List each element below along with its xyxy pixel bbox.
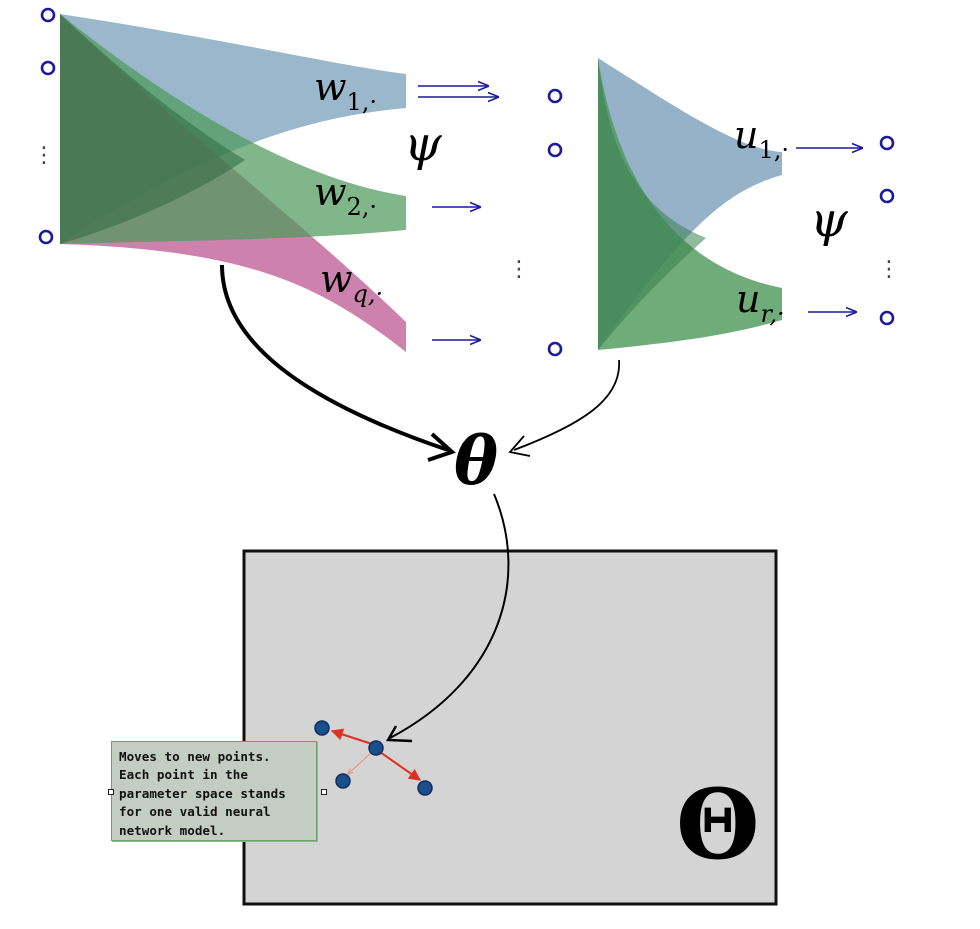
note-line: parameter space stands [119,785,286,801]
wq-label: w [320,257,353,301]
parameter-point-current [368,740,384,756]
left-output-arrows [418,86,498,340]
ur-subscript: r,· [760,300,784,328]
arrow-theta-to-point-head [385,725,413,743]
note-line: Moves to new points. [119,749,271,764]
output-node [879,188,895,204]
wq-subscript: q,· [353,280,384,308]
parameter-space-box [242,549,778,906]
hidden-node [547,142,563,158]
svg-text:w1,·: w1,· [314,65,377,116]
curved-arrows [220,264,620,462]
theta-label: θ [454,422,498,500]
input-node [38,229,54,245]
input-node [40,7,56,23]
left-weight-labels: w1,· w2,· wq,· ψ [314,65,443,308]
svg-text:u1,·: u1,· [734,113,789,164]
movement-arrows [330,728,421,781]
parameter-point [417,780,433,796]
theta-to-space-arrow [385,493,510,743]
ur-label: u [736,277,760,321]
output-node [879,135,895,151]
note-line: network model. [119,822,226,838]
w1-subscript: 1,· [347,88,378,116]
parameter-space-label: Θ [676,768,760,881]
move-arrow-upleft [330,728,373,745]
arrow-right-to-theta [513,359,620,451]
arrow-right-to-theta-head [508,435,531,457]
parameter-points [314,720,433,796]
output-vdots: ⋮ [878,257,900,282]
w2-label: w [314,170,347,214]
left-fan-core [60,14,245,244]
left-input-nodes [38,7,56,245]
move-arrow-downright [379,751,421,781]
note-line: for one valid neural [119,804,271,820]
svg-text:w2,·: w2,· [314,170,377,221]
hidden-node [547,341,563,357]
arrow-theta-to-point [389,493,510,739]
output-node [879,310,895,326]
right-output-arrows [796,148,862,312]
arrow-left-to-theta [220,264,449,452]
psi-right-label: ψ [810,192,849,248]
arrow-left-to-theta-head [427,432,456,462]
psi-left-label: ψ [404,116,443,172]
right-fan-core [598,58,706,350]
input-node [40,60,56,76]
right-weight-labels: u1,· ur,· ψ [734,113,849,328]
w2-subscript: 2,· [347,193,378,221]
move-arrow-downleft [348,751,373,774]
parameter-point [335,773,351,789]
svg-text:ur,·: ur,· [736,277,785,328]
hidden-vdots: ⋮ [508,257,530,282]
note-resize-handle-right[interactable] [321,789,327,795]
hidden-node [547,88,563,104]
right-layer-fans [598,58,782,350]
left-layer-fans [60,14,406,352]
u1-subscript: 1,· [758,136,789,164]
annotation-note[interactable]: Moves to new points. Each point in the p… [111,741,317,841]
note-line: Each point in the [119,767,248,783]
parameter-point [314,720,330,736]
svg-text:wq,·: wq,· [320,257,383,308]
note-resize-handle-left[interactable] [108,789,114,795]
output-nodes [879,135,895,326]
hidden-nodes [547,88,563,357]
w1-label: w [314,65,347,109]
u1-label: u [734,113,758,157]
left-input-vdots: ⋮ [33,143,55,168]
